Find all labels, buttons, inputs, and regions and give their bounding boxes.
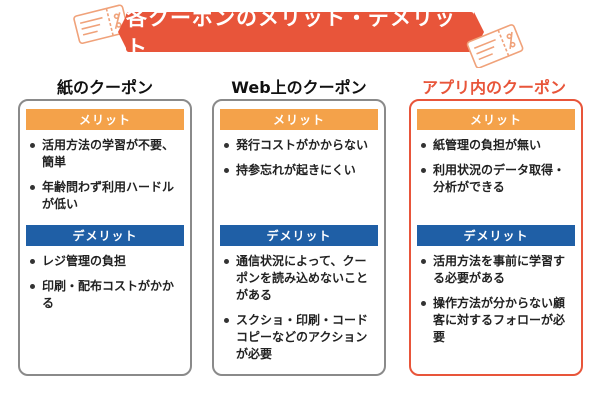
merit-header: メリット: [26, 109, 184, 130]
list-item: スクショ・印刷・コードコピーなどのアクションが必要: [222, 312, 378, 363]
list-item: 利用状況のデータ取得・分析ができる: [419, 162, 575, 196]
page-title: 各クーポンのメリット・デメリット: [126, 6, 474, 60]
coupon-ticket-icon: [466, 24, 524, 68]
merit-list: 活用方法の学習が不要、簡単 年齢問わず利用ハードルが低い: [28, 137, 184, 221]
column-title-app: アプリ内のクーポン: [421, 78, 566, 97]
list-item: 年齢問わず利用ハードルが低い: [28, 179, 184, 213]
merit-list: 紙管理の負担が無い 利用状況のデータ取得・分析ができる: [419, 137, 575, 204]
list-item: 活用方法の学習が不要、簡単: [28, 137, 184, 171]
column-title-paper: 紙のクーポン: [56, 78, 153, 97]
card-app-coupon: メリット 紙管理の負担が無い 利用状況のデータ取得・分析ができる デメリット 活…: [409, 99, 583, 376]
demerit-header: デメリット: [220, 225, 378, 246]
card-paper-coupon: メリット 活用方法の学習が不要、簡単 年齢問わず利用ハードルが低い デメリット …: [18, 99, 192, 376]
list-item: 紙管理の負担が無い: [419, 137, 575, 154]
list-item: 操作方法が分からない顧客に対するフォローが必要: [419, 295, 575, 346]
demerit-header: デメリット: [26, 225, 184, 246]
merit-header: メリット: [220, 109, 378, 130]
demerit-list: 活用方法を事前に学習する必要がある 操作方法が分からない顧客に対するフォローが必…: [419, 253, 575, 354]
column-title-web: Web上のクーポン: [231, 78, 367, 97]
card-web-coupon: メリット 発行コストがかからない 持参忘れが起きにくい デメリット 通信状況によ…: [212, 99, 386, 376]
list-item: 活用方法を事前に学習する必要がある: [419, 253, 575, 287]
title-banner-area: 各クーポンのメリット・デメリット: [0, 0, 600, 68]
merit-header: メリット: [417, 109, 575, 130]
list-item: 通信状況によって、クーポンを読み込めないことがある: [222, 253, 378, 304]
list-item: レジ管理の負担: [28, 253, 184, 270]
demerit-header: デメリット: [417, 225, 575, 246]
list-item: 発行コストがかからない: [222, 137, 378, 154]
list-item: 印刷・配布コストがかかる: [28, 278, 184, 312]
list-item: 持参忘れが起きにくい: [222, 162, 378, 179]
demerit-list: 通信状況によって、クーポンを読み込めないことがある スクショ・印刷・コードコピー…: [222, 253, 378, 371]
merit-list: 発行コストがかからない 持参忘れが起きにくい: [222, 137, 378, 187]
demerit-list: レジ管理の負担 印刷・配布コストがかかる: [28, 253, 184, 320]
